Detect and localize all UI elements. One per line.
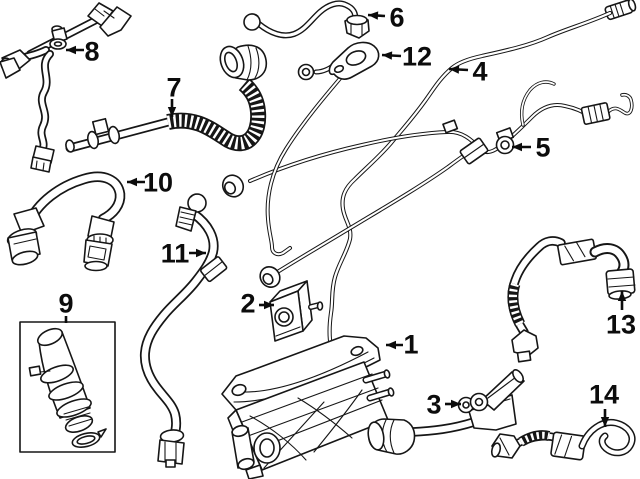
callout-2: 2 bbox=[240, 289, 274, 319]
callout-label-11[interactable]: 11 bbox=[161, 239, 190, 269]
ribbed-neck-icon bbox=[175, 206, 197, 232]
line4-end-connector-icon bbox=[604, 0, 637, 21]
part-8-hose-assembly bbox=[0, 2, 132, 173]
filler-tube-icon bbox=[28, 327, 94, 433]
filler-cap-connector-icon bbox=[219, 44, 268, 81]
callout-arrowhead-7 bbox=[167, 107, 177, 117]
upper-tube-icon bbox=[481, 371, 525, 411]
callout-5: 5 bbox=[512, 133, 551, 163]
callout-label-14[interactable]: 14 bbox=[589, 380, 619, 410]
callout-label-4[interactable]: 4 bbox=[472, 57, 487, 87]
callout-label-10[interactable]: 10 bbox=[143, 168, 173, 198]
callout-12: 12 bbox=[381, 42, 432, 72]
part-14-hose bbox=[490, 418, 636, 461]
callout-13: 13 bbox=[606, 291, 636, 340]
hose-foot-fitting-icon bbox=[511, 329, 539, 363]
valve-grommet-icon bbox=[495, 127, 515, 155]
callout-arrowhead-5 bbox=[512, 142, 522, 152]
hose-end-connector-icon bbox=[157, 429, 185, 468]
callout-3: 3 bbox=[426, 390, 461, 420]
callout-11: 11 bbox=[161, 239, 206, 269]
callout-1: 1 bbox=[386, 330, 419, 360]
callout-arrowhead-2 bbox=[264, 300, 274, 310]
part-6-tube bbox=[243, 0, 370, 39]
callout-4: 4 bbox=[448, 57, 488, 87]
hose-clip-icon bbox=[91, 117, 110, 136]
callout-7: 7 bbox=[166, 73, 182, 117]
callout-label-9[interactable]: 9 bbox=[58, 289, 73, 319]
callout-arrowhead-10 bbox=[127, 177, 137, 187]
callout-label-8[interactable]: 8 bbox=[84, 37, 99, 67]
hose-clamp-icon bbox=[107, 125, 121, 145]
callout-label-6[interactable]: 6 bbox=[389, 3, 404, 33]
right-elbow-connector-icon bbox=[83, 215, 115, 272]
line-tab-icon bbox=[442, 119, 459, 134]
callout-arrowhead-3 bbox=[451, 399, 461, 409]
callout-arrowhead-14 bbox=[600, 417, 610, 427]
callout-arrowhead-8 bbox=[66, 45, 76, 55]
callout-arrowhead-4 bbox=[449, 65, 460, 74]
callout-14: 14 bbox=[589, 380, 619, 427]
part-7-corrugated-hose bbox=[65, 44, 268, 153]
part-9-boxed-filler-tube bbox=[19, 321, 116, 453]
callout-label-1[interactable]: 1 bbox=[403, 330, 418, 360]
callout-10: 10 bbox=[127, 168, 173, 198]
callout-8: 8 bbox=[66, 37, 100, 67]
gasket-oring-icon bbox=[71, 428, 107, 448]
part-2-valve bbox=[269, 280, 324, 342]
part-11-hose bbox=[139, 193, 228, 468]
hose-clamp-icon bbox=[86, 130, 100, 150]
trumpet-end-icon bbox=[367, 418, 416, 455]
part-12-bracket bbox=[265, 41, 380, 257]
callout-arrowhead-11 bbox=[196, 248, 206, 258]
trumpet-fitting-icon bbox=[259, 266, 281, 288]
hex-nut-icon bbox=[344, 14, 370, 39]
left-elbow-connector-icon bbox=[6, 207, 45, 266]
line-clip-icon bbox=[459, 137, 489, 165]
left-fitting-icon bbox=[490, 433, 521, 459]
part-13-hose bbox=[507, 236, 636, 363]
callout-label-12[interactable]: 12 bbox=[402, 42, 432, 72]
part-1-canister bbox=[221, 335, 395, 479]
canister-ports-icon bbox=[231, 424, 281, 471]
callout-label-2[interactable]: 2 bbox=[240, 289, 255, 319]
callout-9: 9 bbox=[58, 289, 74, 323]
callout-label-3[interactable]: 3 bbox=[426, 390, 441, 420]
callout-label-13[interactable]: 13 bbox=[606, 310, 636, 340]
trumpet-fitting-icon bbox=[221, 174, 245, 198]
callout-6: 6 bbox=[367, 3, 405, 33]
callout-label-5[interactable]: 5 bbox=[535, 133, 550, 163]
callout-arrowhead-13 bbox=[617, 291, 627, 301]
callout-arrowhead-1 bbox=[386, 340, 396, 350]
inline-connector-icon bbox=[580, 102, 611, 125]
part-5-line-assembly bbox=[221, 80, 634, 288]
callout-arrowhead-12 bbox=[382, 51, 393, 60]
hose-clamp-icon bbox=[200, 256, 228, 283]
callout-label-7[interactable]: 7 bbox=[166, 73, 181, 103]
callout-arrowhead-6 bbox=[368, 11, 379, 20]
part-10-hose bbox=[6, 171, 126, 272]
part-3-tube-assembly bbox=[367, 369, 525, 455]
